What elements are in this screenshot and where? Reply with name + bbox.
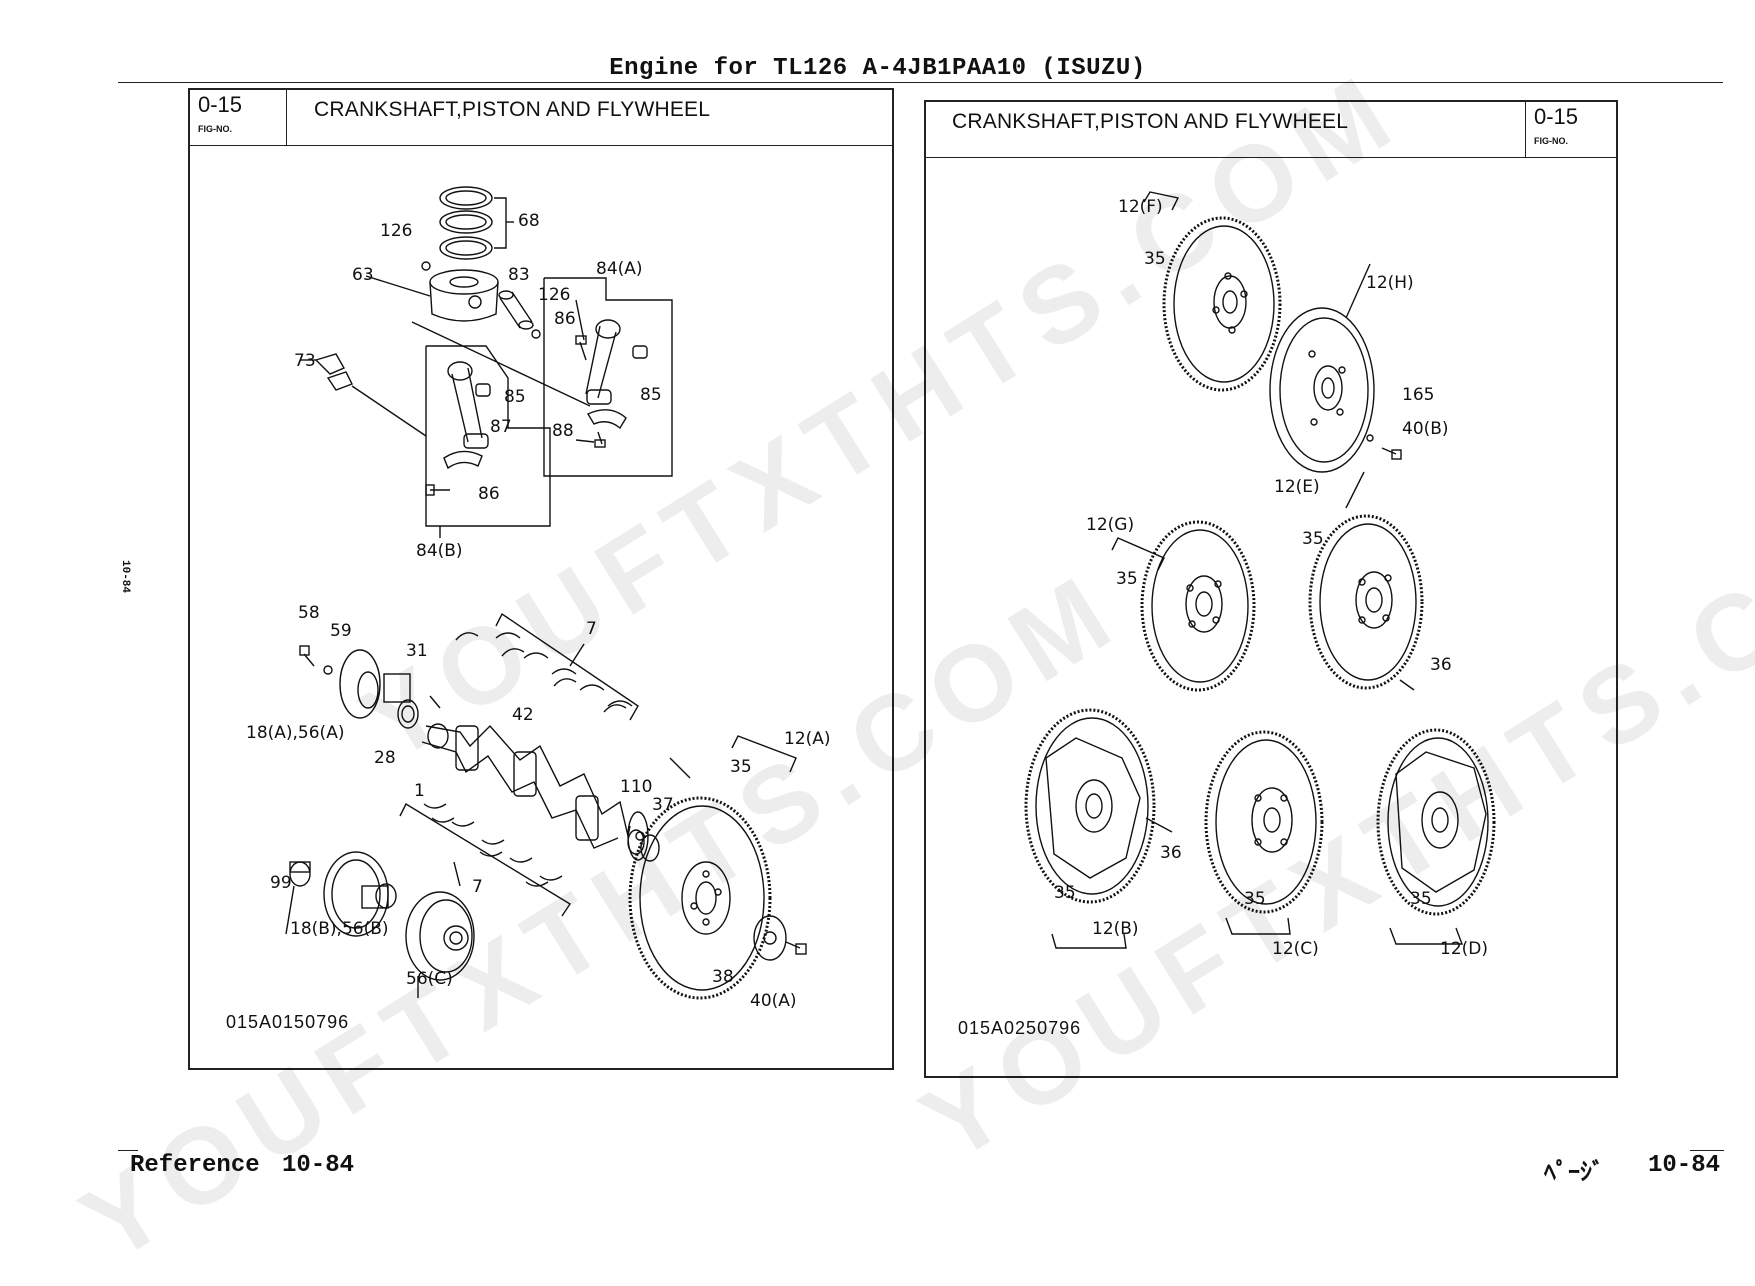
callout-label: 84(A) bbox=[596, 259, 643, 279]
thrust-bearing bbox=[300, 353, 427, 437]
right-fig-box: 0-15 FIG-NO. bbox=[1525, 102, 1616, 157]
callout-label: 12(C) bbox=[1272, 939, 1319, 959]
callout-label: 31 bbox=[406, 641, 428, 661]
leader-piston-rod bbox=[411, 321, 591, 407]
callout-label: 56(C) bbox=[406, 969, 453, 989]
callout-label: 18(A),56(A) bbox=[246, 723, 344, 743]
callout-label: 99 bbox=[270, 873, 292, 893]
callout-label: 36 bbox=[1160, 843, 1182, 863]
callout-label: 12(F) bbox=[1118, 197, 1163, 217]
callout-label: 35 bbox=[1244, 889, 1266, 909]
bracket-12a bbox=[731, 735, 797, 773]
flywheel-a bbox=[628, 757, 772, 1000]
callout-label: 7 bbox=[586, 619, 597, 639]
callout-label: 35 bbox=[1144, 249, 1166, 269]
callout-label: 28 bbox=[374, 748, 396, 768]
callout-label: 1 bbox=[414, 781, 425, 801]
flywheel-c bbox=[1204, 730, 1324, 935]
callout-label: 84(B) bbox=[416, 541, 463, 561]
callout-label: 36 bbox=[1430, 655, 1452, 675]
callout-label: 73 bbox=[294, 351, 316, 371]
callout-label: 83 bbox=[508, 265, 530, 285]
footer-reference-label: Reference bbox=[130, 1152, 260, 1179]
document-header: Engine for TL126 A-4JB1PAA10 (ISUZU) bbox=[609, 55, 1146, 82]
callout-label: 40(A) bbox=[750, 991, 797, 1011]
flywheel-e bbox=[1308, 471, 1424, 691]
footer-rule-right bbox=[1690, 1150, 1724, 1151]
right-drawing-code: 015A0250796 bbox=[958, 1018, 1082, 1038]
callout-label: 126 bbox=[538, 285, 570, 305]
callout-label: 35 bbox=[1054, 883, 1076, 903]
callout-label: 85 bbox=[640, 385, 662, 405]
rod-assembly-b bbox=[425, 345, 551, 538]
right-fig-label: FIG-NO. bbox=[1534, 136, 1568, 146]
right-fig-number: 0-15 bbox=[1534, 104, 1579, 129]
upper-main-bearings bbox=[455, 612, 639, 721]
callout-label: 165 bbox=[1402, 385, 1434, 405]
left-figure-panel: 0-15 FIG-NO. CRANKSHAFT,PISTON AND FLYWH… bbox=[188, 88, 894, 1070]
callout-label: 85 bbox=[504, 387, 526, 407]
header-rule bbox=[118, 82, 1723, 83]
callout-label: 126 bbox=[380, 221, 412, 241]
callout-label: 12(E) bbox=[1274, 477, 1320, 497]
side-page-number: 10-84 bbox=[119, 560, 131, 594]
rod-assembly-a bbox=[543, 277, 673, 477]
left-fig-label: FIG-NO. bbox=[198, 124, 232, 134]
callout-label: 12(G) bbox=[1086, 515, 1134, 535]
callout-label: 12(D) bbox=[1440, 939, 1488, 959]
callout-label: 38 bbox=[712, 967, 734, 987]
crankshaft bbox=[421, 723, 649, 861]
callout-label: 12(B) bbox=[1092, 919, 1139, 939]
left-exploded-diagram: 68 126 63 83 126 84(A) 86 85 73 85 87 88… bbox=[246, 186, 831, 1011]
callout-label: 68 bbox=[518, 211, 540, 231]
callout-label: 87 bbox=[490, 417, 512, 437]
footer-reference-page: 10-84 bbox=[282, 1152, 355, 1179]
callout-label: 40(B) bbox=[1402, 419, 1449, 439]
footer-page-number: 10-84 bbox=[1648, 1152, 1721, 1179]
callout-label: 35 bbox=[730, 757, 752, 777]
left-drawing-code: 015A0150796 bbox=[226, 1012, 350, 1032]
right-figure-panel: CRANKSHAFT,PISTON AND FLYWHEEL 0-15 FIG-… bbox=[924, 100, 1618, 1078]
callout-label: 12(A) bbox=[784, 729, 831, 749]
lower-main-bearings bbox=[399, 803, 571, 917]
right-panel-title: CRANKSHAFT,PISTON AND FLYWHEEL bbox=[952, 110, 1349, 133]
flywheel-f bbox=[1143, 191, 1282, 392]
callout-label: 18(B),56(B) bbox=[290, 919, 389, 939]
pulley-b bbox=[285, 851, 397, 937]
left-title-bar: 0-15 FIG-NO. CRANKSHAFT,PISTON AND FLYWH… bbox=[190, 90, 892, 146]
callout-label: 58 bbox=[298, 603, 320, 623]
flywheel-b bbox=[1024, 708, 1173, 949]
right-title-bar: CRANKSHAFT,PISTON AND FLYWHEEL 0-15 FIG-… bbox=[926, 102, 1616, 158]
callout-label: 12(H) bbox=[1366, 273, 1414, 293]
callout-label: 88 bbox=[552, 421, 574, 441]
piston-pin bbox=[498, 290, 541, 339]
callout-label: 37 bbox=[652, 795, 674, 815]
callout-label: 86 bbox=[554, 309, 576, 329]
footer-page-word: ﾍﾟｰｼﾞ bbox=[1544, 1161, 1604, 1188]
left-fig-box: 0-15 FIG-NO. bbox=[190, 90, 287, 145]
front-hub bbox=[299, 645, 441, 729]
callout-label: 86 bbox=[478, 484, 500, 504]
piston-rings bbox=[439, 186, 514, 260]
flywheel-g bbox=[1111, 520, 1256, 692]
right-flywheel-variants-diagram: 12(F) 35 12(H) 165 40(B) 12(E) 12(G) 35 … bbox=[1024, 191, 1496, 959]
footer-rule-left bbox=[118, 1150, 138, 1151]
callout-label: 7 bbox=[472, 877, 483, 897]
callout-label: 35 bbox=[1410, 889, 1432, 909]
flywheel-d bbox=[1376, 728, 1496, 945]
callout-label: 35 bbox=[1302, 529, 1324, 549]
callout-label: 63 bbox=[352, 265, 374, 285]
flywheel-plate bbox=[753, 915, 807, 961]
pulley-c bbox=[405, 891, 475, 998]
callout-label: 42 bbox=[512, 705, 534, 725]
left-panel-title: CRANKSHAFT,PISTON AND FLYWHEEL bbox=[314, 98, 711, 121]
piston bbox=[365, 261, 499, 322]
callout-label: 110 bbox=[620, 777, 652, 797]
callout-label: 59 bbox=[330, 621, 352, 641]
callout-label: 35 bbox=[1116, 569, 1138, 589]
flywheel-h bbox=[1269, 263, 1402, 473]
left-fig-number: 0-15 bbox=[198, 92, 243, 117]
